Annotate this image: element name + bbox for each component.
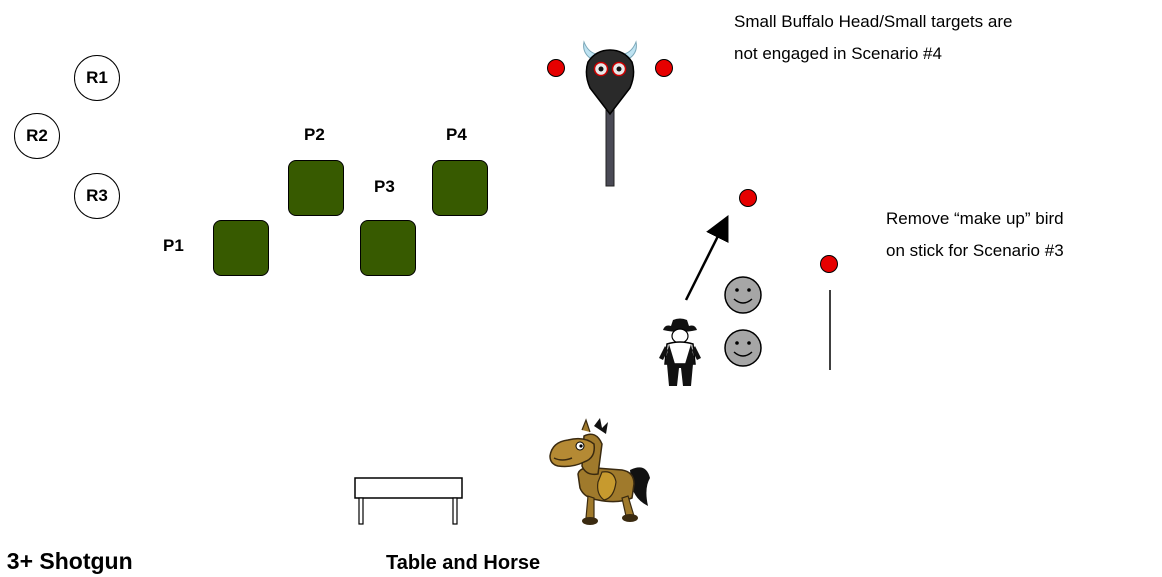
pistol-target-p1	[213, 220, 269, 276]
buffalo-note-line2: not engaged in Scenario #4	[734, 44, 942, 63]
pistol-target-p4	[432, 160, 488, 216]
shotgun-label: , 3+ Shotgun	[0, 548, 133, 574]
bird-stick	[829, 290, 831, 370]
bird-note: Remove “make up” bird on stick for Scena…	[886, 203, 1064, 267]
smiley-face-icon	[724, 329, 762, 367]
make-up-bird-target	[820, 255, 838, 273]
bird-note-line2: on stick for Scenario #3	[886, 241, 1064, 260]
rifle-target-label: R1	[86, 68, 108, 87]
smiley-face-icon	[724, 276, 762, 314]
table-icon	[354, 477, 463, 525]
horse-icon	[549, 418, 650, 525]
pistol-label-p4: P4	[446, 125, 467, 144]
buffalo-small-target-left	[547, 59, 565, 77]
pistol-target-p3	[360, 220, 416, 276]
bird-note-line1: Remove “make up” bird	[886, 209, 1064, 228]
bird-target	[739, 189, 757, 207]
buffalo-head-icon	[583, 40, 637, 187]
pistol-label-p1: P1	[163, 236, 184, 255]
buffalo-small-target-right	[655, 59, 673, 77]
rifle-target-r1: R1	[74, 55, 120, 101]
rifle-target-label: R3	[86, 186, 108, 205]
table-horse-label: Table and Horse	[386, 552, 541, 574]
buffalo-note-line1: Small Buffalo Head/Small targets are	[734, 12, 1013, 31]
arrow-icon	[684, 215, 729, 301]
rifle-target-r2: R2	[14, 113, 60, 159]
rifle-target-r3: R3	[74, 173, 120, 219]
pistol-target-p2	[288, 160, 344, 216]
pistol-label-p3: P3	[374, 177, 395, 196]
cowboy-icon	[659, 318, 701, 386]
buffalo-note: Small Buffalo Head/Small targets are not…	[734, 6, 1012, 70]
pistol-label-p2: P2	[304, 125, 325, 144]
rifle-target-label: R2	[26, 126, 48, 145]
